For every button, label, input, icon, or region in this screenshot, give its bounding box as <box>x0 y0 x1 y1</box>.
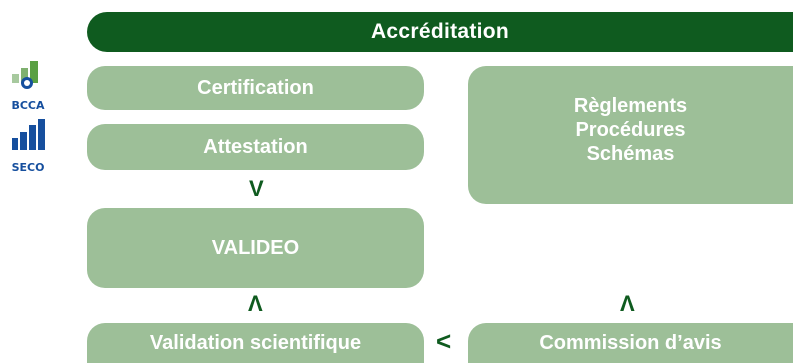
validation-box: Validation scientifique <box>87 323 424 363</box>
bcca-logo: BCCA <box>0 58 56 112</box>
certification-box: Certification <box>87 66 424 110</box>
seco-logo-label: SECO <box>11 161 45 174</box>
commission-label: Commission d’avis <box>539 331 722 354</box>
valideo-box: VALIDEO <box>87 208 424 288</box>
rules-line-3: Schémas <box>586 143 675 165</box>
accreditation-banner: Accréditation <box>87 12 793 52</box>
rules-box: Règlements Procédures Schémas <box>468 66 793 204</box>
bcca-logo-icon <box>12 61 38 89</box>
left-arrow-icon: < <box>436 326 452 356</box>
down-arrow-icon: V <box>249 176 264 201</box>
valideo-label: VALIDEO <box>211 236 300 259</box>
up-arrow-left-icon: Λ <box>248 291 263 316</box>
attestation-box: Attestation <box>87 124 424 170</box>
commission-box: Commission d’avis <box>468 323 793 363</box>
seco-logo: SECO <box>0 118 56 174</box>
rules-line-1: Règlements <box>573 95 688 117</box>
attestation-label: Attestation <box>203 135 308 158</box>
rules-line-2: Procédures <box>575 119 686 141</box>
up-arrow-right-icon: Λ <box>620 291 635 316</box>
validation-label: Validation scientifique <box>149 331 362 354</box>
seco-logo-icon <box>12 119 45 150</box>
certification-label: Certification <box>197 76 314 99</box>
bcca-logo-label: BCCA <box>11 99 45 112</box>
